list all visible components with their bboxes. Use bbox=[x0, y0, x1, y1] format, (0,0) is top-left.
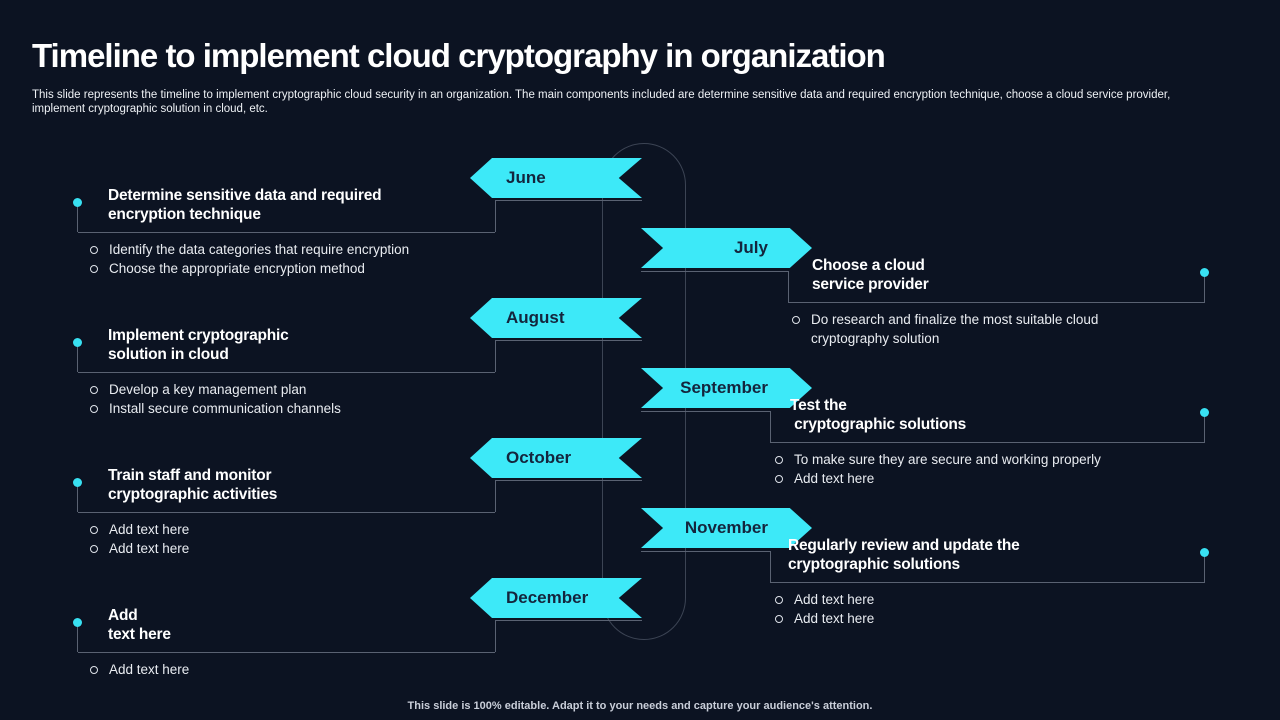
bullet-item[interactable]: To make sure they are secure and working… bbox=[775, 450, 1195, 469]
connector-line bbox=[495, 200, 496, 232]
bullet-item[interactable]: Add text here bbox=[775, 469, 1195, 488]
milestone-dot bbox=[73, 478, 82, 487]
bullet-item[interactable]: Choose the appropriate encryption method bbox=[90, 259, 520, 278]
bullet-ring-icon bbox=[792, 316, 800, 324]
title-underline bbox=[78, 512, 495, 513]
dot-tick-line bbox=[77, 342, 78, 372]
dot-tick-line bbox=[1204, 272, 1205, 302]
milestone-dot bbox=[1200, 268, 1209, 277]
bullet-ring-icon bbox=[775, 475, 783, 483]
bullet-ring-icon bbox=[775, 615, 783, 623]
month-label: September bbox=[680, 378, 768, 397]
month-banner-september[interactable]: September bbox=[641, 368, 812, 408]
bullet-item[interactable]: Install secure communication channels bbox=[90, 399, 520, 418]
bullet-ring-icon bbox=[90, 545, 98, 553]
month-banner-november[interactable]: November bbox=[641, 508, 812, 548]
page-title[interactable]: Timeline to implement cloud cryptography… bbox=[32, 37, 886, 74]
title-underline bbox=[78, 372, 495, 373]
bullet-ring-icon bbox=[90, 405, 98, 413]
title-underline bbox=[78, 652, 495, 653]
milestone-bullets-september: To make sure they are secure and working… bbox=[775, 450, 1195, 488]
banner-connector-line bbox=[495, 200, 642, 201]
month-label: July bbox=[733, 238, 768, 257]
milestone-bullets-december: Add text here bbox=[90, 660, 520, 679]
connector-line bbox=[770, 551, 771, 582]
dot-tick-line bbox=[1204, 552, 1205, 582]
milestone-bullets-july: Do research and finalize the most suitab… bbox=[792, 310, 1144, 348]
bullet-ring-icon bbox=[90, 246, 98, 254]
bullet-ring-icon bbox=[90, 265, 98, 273]
milestone-title-july[interactable]: Choose a cloud service provider bbox=[812, 257, 929, 293]
title-underline bbox=[770, 442, 1205, 443]
milestone-title-october[interactable]: Train staff and monitor cryptographic ac… bbox=[108, 467, 278, 503]
footer-note: This slide is 100% editable. Adapt it to… bbox=[407, 700, 873, 712]
month-banner-june[interactable]: June bbox=[470, 158, 642, 198]
month-label: June bbox=[506, 168, 546, 187]
bullet-item[interactable]: Add text here bbox=[775, 590, 1195, 609]
month-banner-july[interactable]: July bbox=[641, 228, 812, 268]
connector-line bbox=[495, 620, 496, 652]
month-banner-august[interactable]: August bbox=[470, 298, 642, 338]
dot-tick-line bbox=[77, 482, 78, 512]
milestone-title-september[interactable]: Test the cryptographic solutions bbox=[790, 397, 967, 433]
milestone-bullets-august: Develop a key management plan Install se… bbox=[90, 380, 520, 418]
milestone-dot bbox=[1200, 408, 1209, 417]
bullet-ring-icon bbox=[775, 596, 783, 604]
bullet-item[interactable]: Do research and finalize the most suitab… bbox=[792, 310, 1144, 348]
milestone-title-august[interactable]: Implement cryptographic solution in clou… bbox=[108, 327, 289, 363]
month-banner-december[interactable]: December bbox=[470, 578, 642, 618]
title-underline bbox=[770, 582, 1205, 583]
bullet-item[interactable]: Develop a key management plan bbox=[90, 380, 520, 399]
title-underline bbox=[788, 302, 1205, 303]
bullet-item[interactable]: Add text here bbox=[90, 520, 520, 539]
banner-connector-line bbox=[641, 551, 770, 552]
milestone-title-december[interactable]: Add text here bbox=[108, 607, 171, 643]
title-underline bbox=[78, 232, 495, 233]
milestone-dot bbox=[73, 338, 82, 347]
bullet-item[interactable]: Identify the data categories that requir… bbox=[90, 240, 520, 259]
milestone-title-june[interactable]: Determine sensitive data and required en… bbox=[108, 187, 382, 223]
milestone-dot bbox=[73, 618, 82, 627]
bullet-ring-icon bbox=[90, 526, 98, 534]
banner-connector-line bbox=[641, 411, 770, 412]
banner-connector-line bbox=[495, 480, 642, 481]
bullet-ring-icon bbox=[90, 386, 98, 394]
bullet-ring-icon bbox=[90, 666, 98, 674]
bullet-item[interactable]: Add text here bbox=[90, 539, 520, 558]
dot-tick-line bbox=[77, 622, 78, 652]
milestone-bullets-november: Add text here Add text here bbox=[775, 590, 1195, 628]
month-label: December bbox=[506, 588, 589, 607]
milestone-title-november[interactable]: Regularly review and update the cryptogr… bbox=[788, 537, 1020, 573]
milestone-dot bbox=[1200, 548, 1209, 557]
month-label: October bbox=[506, 448, 572, 467]
dot-tick-line bbox=[77, 202, 78, 232]
milestone-bullets-june: Identify the data categories that requir… bbox=[90, 240, 520, 278]
bullet-ring-icon bbox=[775, 456, 783, 464]
page-subtitle[interactable]: This slide represents the timeline to im… bbox=[32, 89, 1171, 115]
month-label: August bbox=[506, 308, 565, 327]
connector-line bbox=[788, 271, 789, 302]
bullet-item[interactable]: Add text here bbox=[775, 609, 1195, 628]
connector-line bbox=[495, 340, 496, 372]
banner-connector-line bbox=[641, 271, 788, 272]
connector-line bbox=[770, 411, 771, 442]
bullet-item[interactable]: Add text here bbox=[90, 660, 520, 679]
connector-line bbox=[495, 480, 496, 512]
dot-tick-line bbox=[1204, 412, 1205, 442]
banner-connector-line bbox=[495, 340, 642, 341]
milestone-bullets-october: Add text here Add text here bbox=[90, 520, 520, 558]
banner-connector-line bbox=[495, 620, 642, 621]
month-banner-october[interactable]: October bbox=[470, 438, 642, 478]
milestone-dot bbox=[73, 198, 82, 207]
month-label: November bbox=[684, 518, 768, 537]
